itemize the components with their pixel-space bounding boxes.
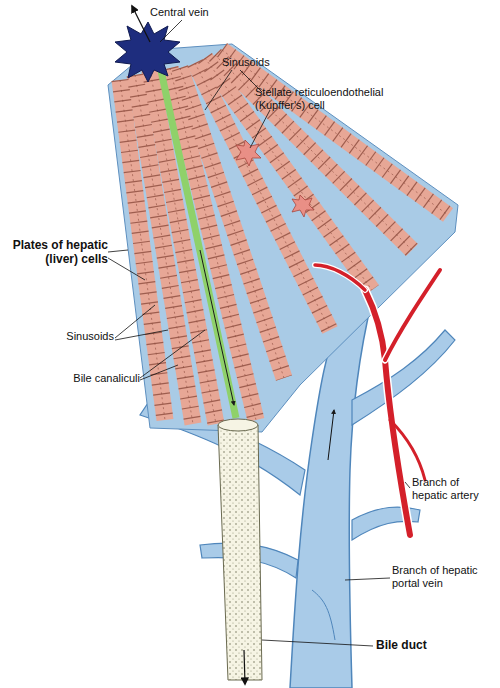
bile-outflow-arrow — [244, 650, 245, 684]
bile-flow-arrow — [200, 250, 234, 405]
sinusoid-field — [108, 44, 458, 432]
kupffer-cells — [236, 140, 314, 217]
part-label: Sinusoids — [40, 330, 114, 343]
bile-canaliculus — [160, 66, 236, 418]
duct-label: Bile duct — [376, 638, 456, 652]
part-label: Plates of hepatic (liver) cells — [4, 238, 108, 266]
hepatic-plates — [120, 50, 448, 424]
blood-flow-arrow — [328, 410, 334, 460]
vessel-label: Branch of hepatic portal vein — [392, 564, 496, 590]
vessel-label: Central vein — [150, 6, 230, 19]
vein-outflow-arrow — [132, 6, 150, 42]
central-vein — [115, 22, 180, 82]
leader-lines — [108, 20, 410, 646]
bile-duct — [218, 419, 262, 680]
cell-label: Stellate reticuloendothelial (Kupffer's)… — [255, 86, 405, 112]
part-label: Bile canaliculi — [50, 372, 140, 385]
part-label: Sinusoids — [222, 56, 292, 69]
vessel-label: Branch of hepatic artery — [412, 476, 496, 502]
